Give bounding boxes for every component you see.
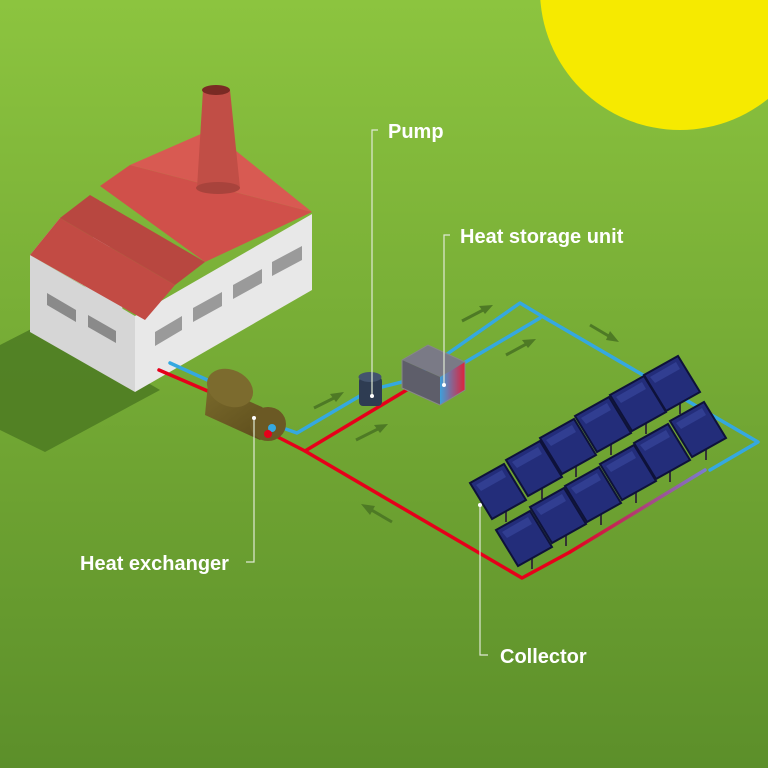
flow-arrow-icon	[589, 323, 619, 342]
sun-icon	[540, 0, 768, 130]
cold-pipe-loop	[278, 301, 760, 472]
cold-pipe-factory	[168, 361, 216, 385]
leader-dots	[252, 383, 482, 507]
flow-arrows	[313, 305, 619, 524]
solar-panel	[468, 462, 528, 522]
solar-panel	[528, 486, 588, 546]
mixed-pipe	[568, 468, 707, 554]
flow-arrow-icon	[505, 339, 536, 357]
solar-panel	[668, 400, 728, 460]
factory-icon	[30, 85, 312, 392]
pump-icon	[358, 372, 382, 406]
factory-shadow	[0, 322, 160, 452]
label-collector: Collector	[500, 646, 587, 668]
label-pump: Pump	[388, 121, 444, 143]
flow-arrow-icon	[355, 424, 388, 442]
solar-panel	[642, 354, 702, 414]
heat-storage-icon	[401, 344, 466, 406]
heat-exchanger-icon	[205, 368, 286, 441]
leader-lines	[246, 129, 488, 656]
hot-pipe-factory	[157, 368, 212, 394]
hot-pipe-return	[303, 449, 572, 580]
solar-panel	[538, 417, 598, 477]
pipes	[157, 301, 760, 580]
label-heat-exchanger: Heat exchanger	[80, 553, 229, 575]
flow-arrow-icon	[361, 504, 393, 524]
solar-panel	[504, 439, 564, 499]
solar-panel	[573, 395, 633, 455]
label-heat-storage: Heat storage unit	[460, 226, 624, 248]
solar-panel	[563, 465, 623, 525]
solar-panel	[494, 509, 554, 569]
solar-panel	[632, 422, 692, 482]
flow-arrow-icon	[461, 305, 493, 323]
cold-pipe-branch	[450, 316, 542, 372]
solar-panel	[598, 443, 658, 503]
flow-arrow-icon	[313, 392, 344, 410]
solar-collector-icon	[468, 354, 728, 569]
